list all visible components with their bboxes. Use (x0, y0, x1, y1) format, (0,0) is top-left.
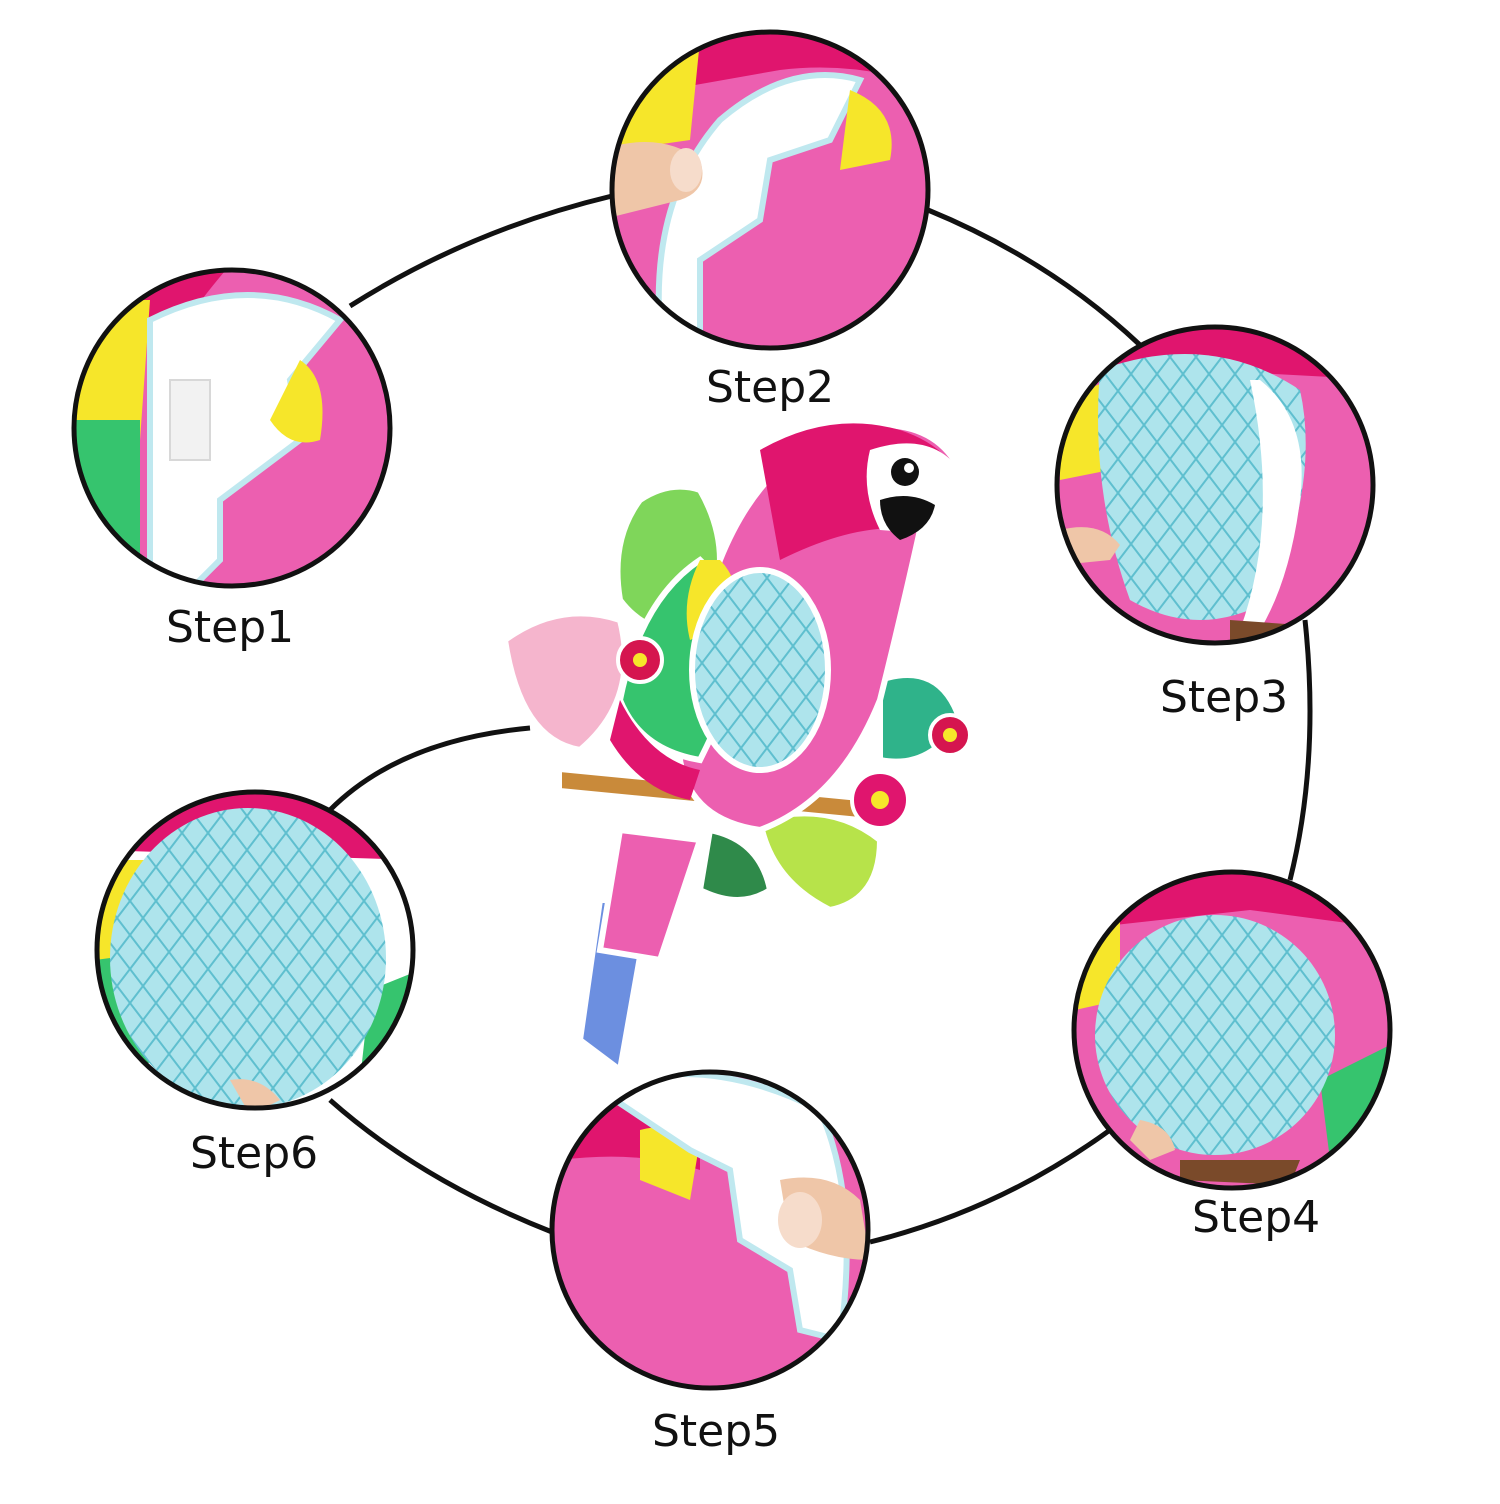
parrot-eye (891, 458, 919, 486)
step4-label: Step4 (1192, 1192, 1321, 1243)
step1-label: Step1 (166, 602, 295, 653)
flower (616, 636, 664, 684)
flower (928, 713, 972, 757)
connector-ring (328, 193, 1313, 1245)
step2-frame (609, 29, 931, 351)
parrot-illustration (501, 422, 972, 1076)
step6-photo (97, 792, 413, 1108)
step4-frame (1071, 869, 1393, 1191)
step5-label: Step5 (652, 1406, 781, 1457)
step5-frame (549, 1069, 871, 1391)
dark-leaf (696, 826, 774, 903)
step3-frame (1054, 324, 1376, 646)
honeycomb-ball (689, 567, 831, 773)
step2-label: Step2 (706, 362, 835, 413)
step6-frame (94, 789, 416, 1111)
flower (850, 770, 910, 830)
bright-leaf (756, 810, 884, 914)
step6-label: Step6 (190, 1128, 319, 1179)
step3-label: Step3 (1160, 672, 1289, 723)
parrot-beak (880, 496, 935, 540)
step2-photo (612, 32, 928, 348)
step5-photo (552, 1072, 868, 1388)
step1-frame (71, 267, 393, 589)
